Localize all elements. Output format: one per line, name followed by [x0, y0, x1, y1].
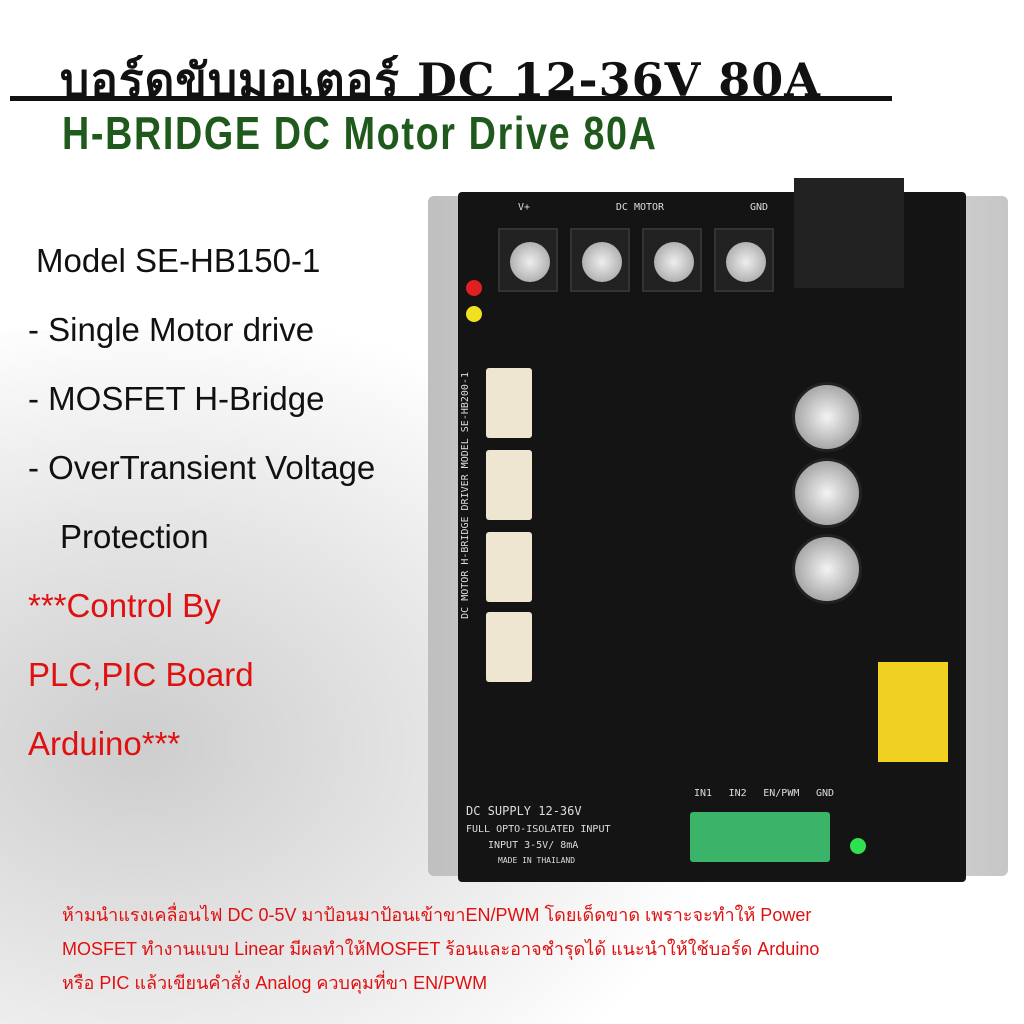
label-gnd2: GND: [815, 788, 834, 799]
silk-input: INPUT 3-5V/ 8mA: [488, 840, 579, 851]
label-en: EN/PWM: [763, 788, 800, 799]
control-line: Arduino***: [28, 725, 181, 762]
pcb-board: V+ DC MOTOR GND IN1 IN2 EN/PWM GND DC MO…: [458, 178, 966, 882]
capacitor: [792, 382, 862, 452]
input-terminal-block: [690, 812, 830, 862]
title-divider: [10, 96, 892, 101]
feature: - MOSFET H-Bridge: [28, 380, 325, 417]
label-vplus: V+: [518, 202, 531, 213]
title-english: H-BRIDGE DC Motor Drive 80A: [62, 107, 658, 159]
input-labels: IN1 IN2 EN/PWM GND: [694, 788, 834, 799]
warning-text: ห้ามนำแรงเคลื่อนไฟ DC 0-5V มาป้อนมาป้อนเ…: [62, 898, 962, 1000]
red-led-icon: [466, 280, 482, 296]
green-led-icon: [850, 838, 866, 854]
optocoupler: [486, 368, 532, 438]
silk-opto: FULL OPTO-ISOLATED INPUT: [466, 824, 611, 835]
feature: - Single Motor drive: [28, 311, 315, 348]
warning-line: ห้ามนำแรงเคลื่อนไฟ DC 0-5V มาป้อนมาป้อนเ…: [62, 905, 812, 925]
capacitor: [792, 534, 862, 604]
label-gnd: GND: [749, 202, 768, 213]
optocoupler: [486, 532, 532, 602]
label-motor: DC MOTOR: [615, 202, 665, 213]
screw-terminal: [642, 228, 702, 292]
screw-terminal: [570, 228, 630, 292]
feature: - OverTransient Voltage: [28, 449, 376, 486]
control-line: PLC,PIC Board: [28, 656, 254, 693]
terminal-labels: V+ DC MOTOR GND: [518, 202, 768, 213]
screw-terminal: [498, 228, 558, 292]
optocoupler: [486, 612, 532, 682]
feature: Protection: [60, 518, 209, 555]
label-in2: IN2: [728, 788, 747, 799]
voltage-regulator-heatsink: [794, 178, 904, 288]
warning-line: MOSFET ทำงานแบบ Linear มีผลทำให้MOSFET ร…: [62, 939, 820, 959]
silk-made: MADE IN THAILAND: [498, 856, 576, 865]
label-in1: IN1: [694, 788, 713, 799]
capacitor: [792, 458, 862, 528]
silk-supply: DC SUPPLY 12-36V: [466, 804, 582, 818]
warning-line: หรือ PIC แล้วเขียนคำสั่ง Analog ควบคุมที…: [62, 973, 488, 993]
silk-model: DC MOTOR H-BRIDGE DRIVER MODEL SE-HB200-…: [460, 372, 471, 619]
model-label: Model SE-HB150-1: [36, 242, 321, 279]
relay: [878, 662, 948, 762]
yellow-led-icon: [466, 306, 482, 322]
screw-terminal: [714, 228, 774, 292]
spec-list: Model SE-HB150-1 - Single Motor drive - …: [28, 226, 375, 778]
control-line: ***Control By: [28, 587, 221, 624]
optocoupler: [486, 450, 532, 520]
